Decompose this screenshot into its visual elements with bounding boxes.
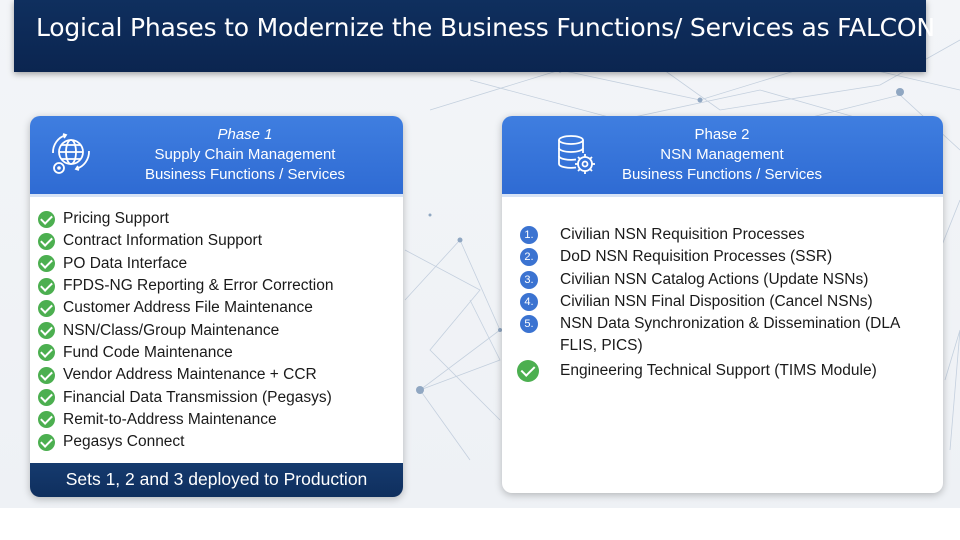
phase2-subtitle: Business Functions / Services [621,166,823,183]
list-item: 1. Civilian NSN Requisition Processes [516,224,936,246]
phase2-header-text: Phase 2 NSN Management Business Function… [592,125,852,185]
title-bar: Logical Phases to Modernize the Business… [14,0,935,72]
list-item-text: Contract Information Support [63,232,263,250]
list-item-text: Engineering Technical Support (TIMS Modu… [560,361,877,379]
phase1-header: Phase 1 Supply Chain Management Business… [30,116,403,197]
number-badge: 1. [520,226,538,244]
number-badge: 5. [520,315,538,334]
list-item: 2. DoD NSN Requisition Processes (SSR) [516,246,936,268]
check-icon [38,232,55,250]
list-item: 4. Civilian NSN Final Disposition (Cancel… [516,291,936,313]
list-item-text: Customer Address File Maintenance [63,299,313,317]
list-item: PO Data Interface [38,253,333,275]
list-item-text: Civilian NSN Catalog Actions (Update NSN… [560,270,869,288]
list-item: Vendor Address Maintenance + CCR [38,364,333,386]
phase1-label: Phase 1 [217,126,273,143]
check-icon [38,277,55,295]
list-item: Fund Code Maintenance [38,342,333,364]
phase1-card: Phase 1 Supply Chain Management Business… [30,116,403,497]
list-item: NSN/Class/Group Maintenance [38,319,333,341]
phase1-footer: Sets 1, 2 and 3 deployed to Production [30,463,403,497]
list-item-text: Pegasys Connect [63,433,185,451]
phase2-title: NSN Management [660,146,784,163]
globe-gear-icon [52,133,90,174]
list-item-text: Vendor Address Maintenance + CCR [63,366,317,384]
check-icon [38,322,55,340]
list-item-text: Fund Code Maintenance [63,343,233,361]
list-item-text: FPDS-NG Reporting & Error Correction [63,277,334,295]
phase2-card: Phase 2 NSN Management Business Function… [502,116,943,493]
slide-background: Logical Phases to Modernize the Business… [0,0,960,508]
list-item-text: Civilian NSN Requisition Processes [560,226,805,243]
list-item-text: PO Data Interface [63,254,188,272]
list-item: Contract Information Support [38,230,333,252]
list-item-text: NSN Data Synchronization & Dissemination… [560,315,900,355]
number-badge: 2. [520,248,538,267]
check-icon [38,433,55,451]
check-icon [38,210,55,228]
check-icon [517,359,539,382]
list-item: Remit-to-Address Maintenance [38,409,333,431]
list-item-text: Civilian NSN Final Disposition (Cancel N… [560,292,873,310]
check-icon [38,255,55,273]
check-icon [38,389,55,407]
list-item: Pricing Support [38,208,333,230]
check-icon [38,411,55,429]
list-item-text: DoD NSN Requisition Processes (SSR) [560,248,833,266]
list-item-text: NSN/Class/Group Maintenance [63,321,280,339]
phase1-list: Pricing Support Contract Information Sup… [38,208,333,453]
phase2-label: Phase 2 [694,126,750,143]
list-item-text: Remit-to-Address Maintenance [63,410,277,428]
phase1-title: Supply Chain Management [154,146,336,163]
database-gear-icon [558,135,595,174]
list-item: Financial Data Transmission (Pegasys) [38,386,333,408]
number-badge: 4. [520,292,538,311]
page-title: Logical Phases to Modernize the Business… [36,13,935,42]
check-icon [38,344,55,362]
list-item: 3. Civilian NSN Catalog Actions (Update N… [516,269,936,291]
check-icon [38,299,55,317]
check-icon [38,366,55,384]
phase1-header-text: Phase 1 Supply Chain Management Business… [100,125,390,185]
phase2-header: Phase 2 NSN Management Business Function… [502,116,943,197]
list-item: Engineering Technical Support (TIMS Modu… [516,359,936,382]
list-item: FPDS-NG Reporting & Error Correction [38,275,333,297]
number-badge: 3. [520,270,538,289]
list-item: Customer Address File Maintenance [38,297,333,319]
phase1-subtitle: Business Functions / Services [144,166,346,183]
list-item-text: Financial Data Transmission (Pegasys) [63,388,332,406]
list-item: 5. NSN Data Synchronization & Disseminati… [516,313,936,358]
list-item-text: Pricing Support [63,210,169,228]
list-item: Pegasys Connect [38,431,333,453]
phase2-list: 1. Civilian NSN Requisition Processes 2. D… [516,224,936,382]
